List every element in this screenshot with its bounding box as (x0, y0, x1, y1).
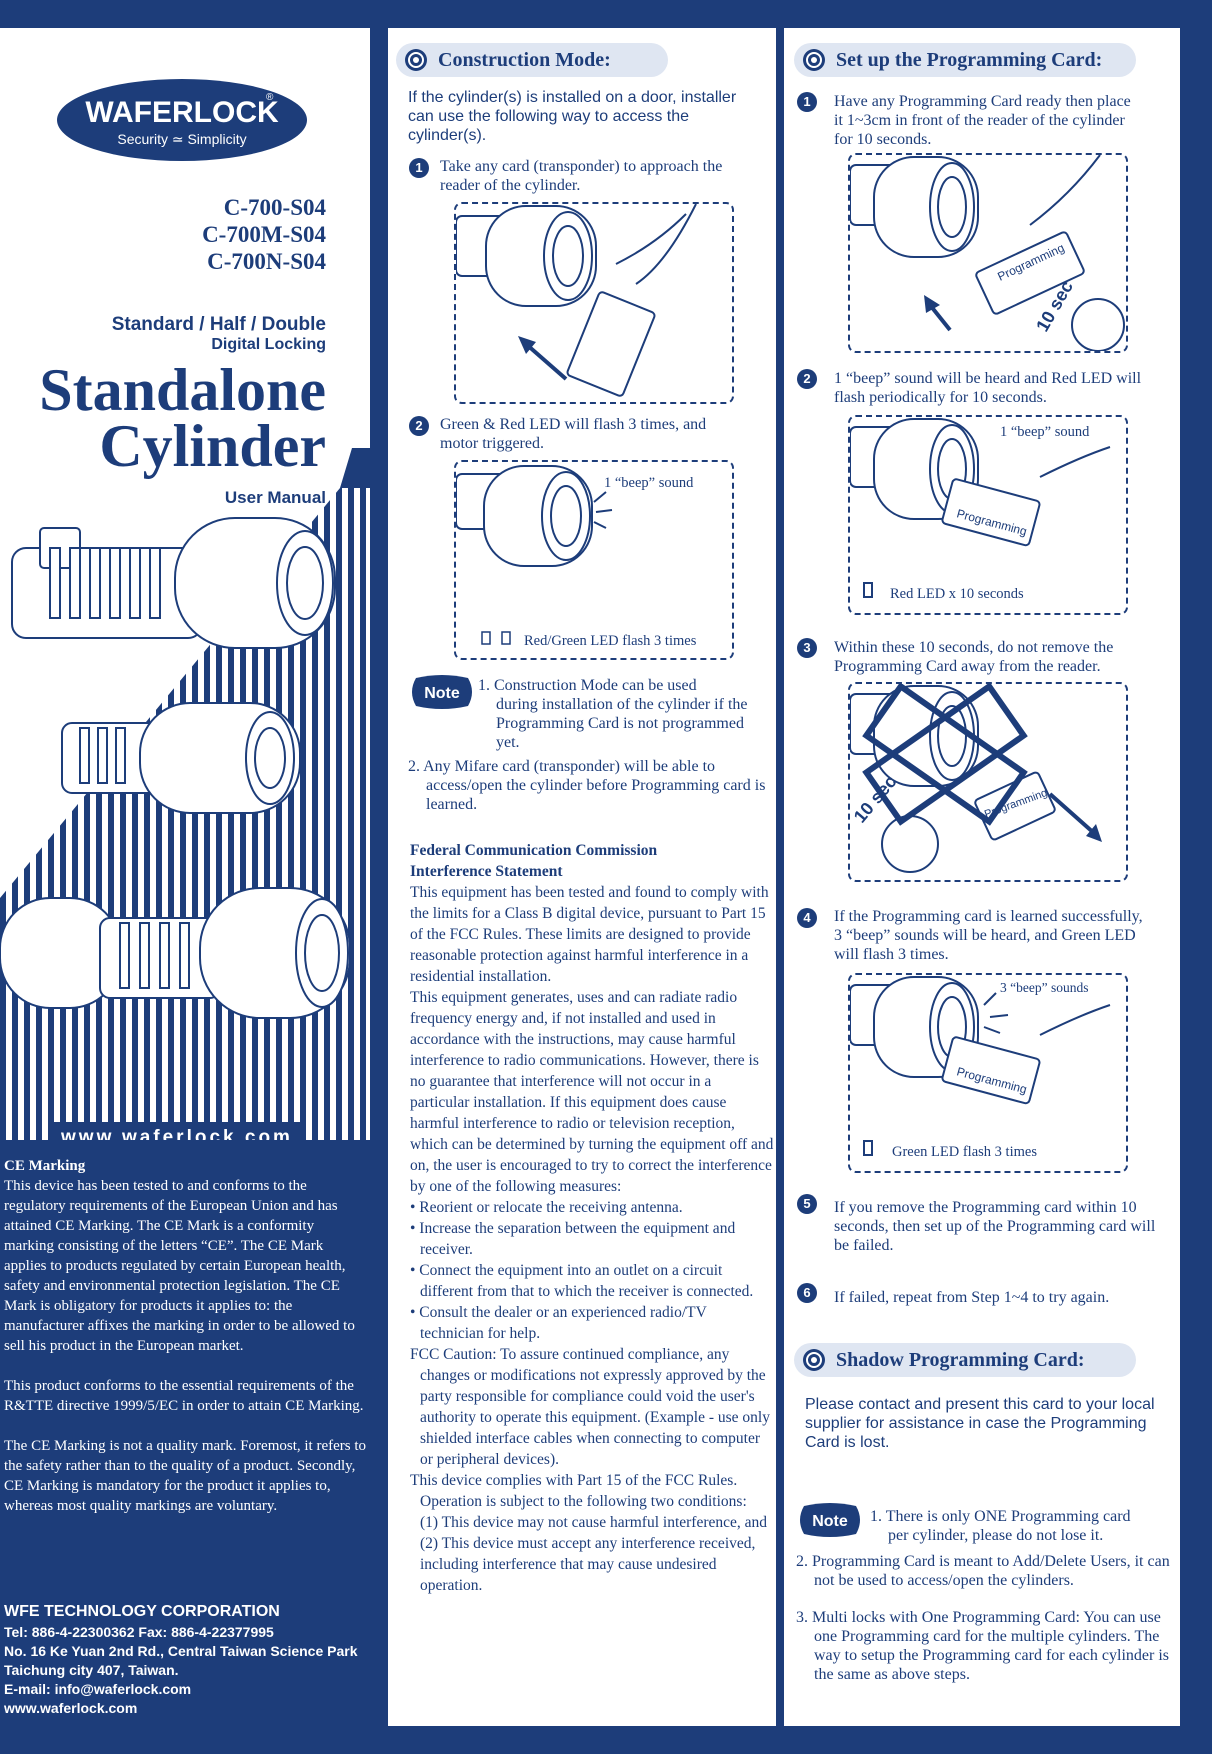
step-number-4: 4 (797, 908, 817, 928)
step-text: Have any Programming Card ready then pla… (834, 93, 1131, 148)
ce-marking-panel: CE Marking This device has been tested t… (0, 1140, 372, 1754)
cylinder-illustration (61, 702, 301, 814)
step-number-2: 2 (797, 369, 817, 389)
title-line2: Cylinder (99, 413, 326, 479)
section-title: Set up the Programming Card: (836, 48, 1103, 71)
note-text: per cylinder, please do not lose it. (888, 1527, 1104, 1544)
model-name: C-700N-S04 (207, 249, 326, 274)
led-label: Red LED x 10 seconds (890, 586, 1024, 602)
step-number-3: 3 (797, 638, 817, 658)
company-info: WFE TECHNOLOGY CORPORATION Tel: 886-4-22… (4, 1602, 358, 1718)
note-text: 2. Any Mifare card (transponder) will be… (408, 758, 766, 813)
ce-paragraph: The CE Marking is not a quality mark. Fo… (4, 1438, 367, 1514)
company-email[interactable]: E-mail: info@waferlock.com (4, 1681, 192, 1697)
fcc-paragraph: This equipment has been tested and found… (410, 884, 769, 985)
step-number-6: 6 (797, 1283, 817, 1303)
fcc-bullet: • Connect the equipment into an outlet o… (410, 1262, 754, 1300)
note-badge: Note (412, 675, 472, 709)
note-text: 2. Programming Card is meant to Add/Dele… (796, 1553, 1170, 1589)
company-address: Taichung city 407, Taiwan. (4, 1662, 179, 1678)
ce-paragraph: This device has been tested to and confo… (4, 1178, 355, 1354)
step-text: If the Programming card is learned succe… (834, 908, 1143, 963)
note-badge: Note (800, 1503, 860, 1537)
fcc-bullet: • Consult the dealer or an experienced r… (410, 1304, 707, 1342)
construction-heading: Construction Mode: (396, 43, 668, 77)
ce-heading: CE Marking (4, 1158, 86, 1174)
shadow-note-1: 1. There is only ONE Programming card pe… (870, 1507, 1170, 1545)
step-number-1: 1 (409, 158, 429, 178)
step-text: If you remove the Programming card withi… (834, 1199, 1156, 1254)
beep-label: 1 “beep” sound (1000, 424, 1090, 440)
svg-text:®: ® (266, 92, 274, 103)
step-text: Within these 10 seconds, do not remove t… (834, 639, 1114, 675)
model-name: C-700-S04 (223, 195, 326, 220)
target-icon (803, 1349, 825, 1371)
cover-stripe-art (0, 448, 370, 1168)
sec-label: 10 sec (850, 772, 900, 827)
step-text: Green & Red LED will flash 3 times, and … (440, 416, 707, 452)
svg-text:Note: Note (812, 1513, 848, 1530)
ce-paragraph: This product conforms to the essential r… (4, 1378, 364, 1414)
led-label: Green LED flash 3 times (892, 1144, 1037, 1160)
company-phone: Tel: 886-4-22300362 Fax: 886-4-22377995 (4, 1624, 274, 1640)
subtitle-line2: Digital Locking (211, 336, 326, 353)
step2-illustration (454, 460, 734, 660)
step-text: Take any card (transponder) to approach … (440, 158, 723, 194)
step-text: If failed, repeat from Step 1~4 to try a… (834, 1289, 1110, 1306)
step1-illustration (454, 202, 734, 404)
cylinder-illustration (0, 887, 351, 1019)
logo-text: WAFERLOCK (85, 96, 279, 129)
setup-heading: Set up the Programming Card: (794, 43, 1136, 77)
target-icon (803, 49, 825, 71)
subtitle-line1: Standard / Half / Double (111, 314, 326, 335)
construction-column (388, 28, 776, 1726)
shadow-note-2: 2. Programming Card is meant to Add/Dele… (796, 1552, 1170, 1590)
company-name: WFE TECHNOLOGY CORPORATION (4, 1603, 280, 1620)
company-address: No. 16 Ke Yuan 2nd Rd., Central Taiwan S… (4, 1643, 358, 1659)
shadow-note-3: 3. Multi locks with One Programming Card… (796, 1608, 1170, 1684)
fcc-part15: This device complies with Part 15 of the… (410, 1472, 747, 1510)
fcc-heading: Interference Statement (410, 863, 563, 880)
step-number-2: 2 (409, 416, 429, 436)
shadow-heading: Shadow Programming Card: (794, 1343, 1136, 1377)
setup-step3-illustration: 10 sec Programming (848, 682, 1128, 882)
note-text: 1. There is only ONE Programming card (870, 1508, 1131, 1525)
beep-label: 1 “beep” sound (604, 475, 694, 491)
setup-step4-illustration: Programming (848, 973, 1128, 1173)
target-icon (405, 49, 427, 71)
logo-tagline: Security ≃ Simplicity (117, 131, 246, 147)
note-text: 1. Construction Mode can be used (478, 677, 697, 694)
fcc-paragraph: This equipment generates, uses and can r… (410, 989, 774, 1195)
construction-note-2: 2. Any Mifare card (transponder) will be… (408, 757, 774, 814)
construction-note-1: 1. Construction Mode can be used during … (478, 676, 768, 752)
model-name: C-700M-S04 (202, 222, 326, 247)
setup-step2-illustration: Programming (848, 415, 1128, 615)
section-title: Construction Mode: (438, 48, 611, 71)
fcc-bullet: • Increase the separation between the eq… (410, 1220, 736, 1258)
company-website[interactable]: www.waferlock.com (4, 1700, 138, 1716)
note-text: during installation of the cylinder if t… (496, 696, 748, 751)
step-text: 1 “beep” sound will be heard and Red LED… (834, 370, 1142, 406)
shadow-text: Please contact and present this card to … (805, 1396, 1155, 1451)
construction-intro: If the cylinder(s) is installed on a doo… (408, 89, 737, 144)
step-number-1: 1 (797, 92, 817, 112)
section-title: Shadow Programming Card: (836, 1348, 1085, 1371)
fcc-heading: Federal Communication Commission (410, 842, 658, 859)
waferlock-logo: WAFERLOCK ® Security ≃ Simplicity (57, 79, 307, 161)
led-label: Red/Green LED flash 3 times (524, 633, 697, 649)
model-list: C-700-S04 C-700M-S04 C-700N-S04 (202, 194, 326, 275)
setup-step1-illustration: Programming 10 sec (848, 153, 1128, 353)
svg-text:Note: Note (424, 685, 460, 702)
note-text: 3. Multi locks with One Programming Card… (796, 1609, 1169, 1683)
manual-label: User Manual (224, 488, 326, 507)
fcc-conditions: (1) This device may not cause harmful in… (420, 1514, 768, 1594)
fcc-statement: Federal Communication Commission Interfe… (410, 840, 774, 1596)
title-line1: Standalone (39, 357, 326, 423)
fcc-bullet: • Reorient or relocate the receiving ant… (410, 1199, 683, 1216)
fcc-caution: FCC Caution: To assure continued complia… (410, 1346, 770, 1468)
cylinder-illustration (11, 517, 336, 649)
step-number-5: 5 (797, 1194, 817, 1214)
beep-label: 3 “beep” sounds (1000, 980, 1089, 995)
